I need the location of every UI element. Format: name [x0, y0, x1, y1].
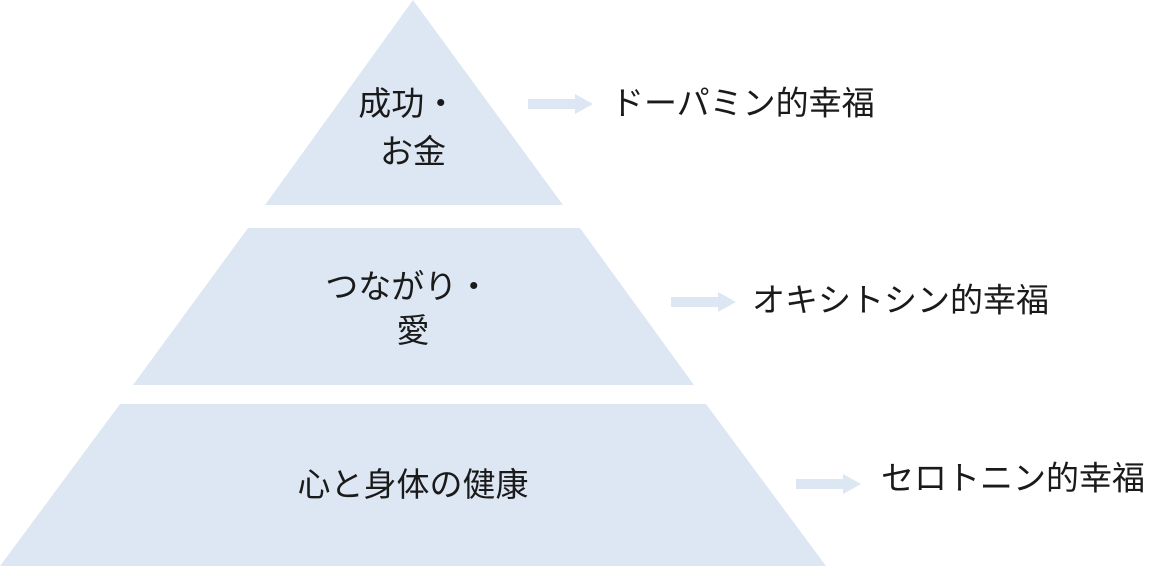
tier-shape-top — [265, 0, 563, 205]
arrow-right-icon — [528, 94, 593, 114]
tier-label-middle-line-1: つながり・ — [325, 267, 490, 306]
tier-label-middle-line-2: 愛 — [397, 311, 430, 350]
tier-label-top: 成功・ お金 — [358, 84, 468, 171]
happiness-label-oxytocin: オキシトシン的幸福 — [752, 281, 1049, 320]
pyramid-tier-middle: つながり・ 愛 — [133, 228, 694, 385]
arrow-right-icon — [796, 474, 861, 494]
tier-label-middle: つながり・ 愛 — [325, 267, 501, 350]
tier-shape-bottom — [0, 404, 826, 566]
tier-label-bottom: 心と身体の健康 — [298, 465, 529, 504]
happiness-label-dopamine: ドーパミン的幸福 — [611, 84, 875, 123]
pyramid-tier-top: 成功・ お金 — [265, 0, 563, 205]
arrow-right-icon — [671, 292, 736, 312]
tier-shape-middle — [133, 228, 694, 385]
pyramid-tier-bottom: 心と身体の健康 — [0, 404, 826, 566]
tier-label-bottom-line-1: 心と身体の健康 — [298, 465, 529, 504]
tier-label-top-line-2: お金 — [380, 132, 446, 171]
happiness-label-serotonin: セロトニン的幸福 — [881, 459, 1145, 498]
tier-label-top-line-1: 成功・ — [358, 84, 457, 123]
